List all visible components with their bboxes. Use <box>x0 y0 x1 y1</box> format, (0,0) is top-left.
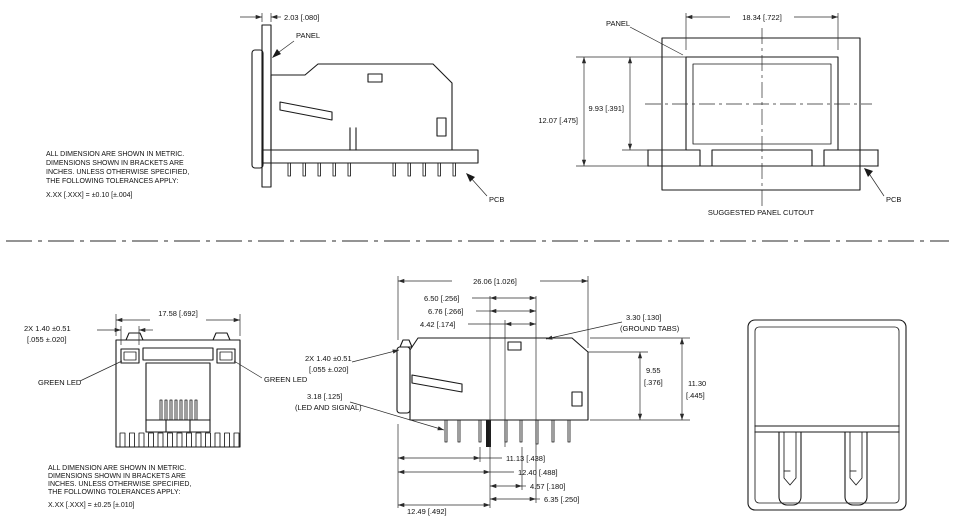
note-line: DIMENSIONS SHOWN IN BRACKETS ARE <box>46 160 184 167</box>
body-detail <box>436 117 447 137</box>
dim-pin-b: 6.76 [.266] <box>428 307 463 316</box>
view-rear <box>747 319 907 511</box>
dim-tab-line2: [.055 ±.020] <box>309 365 349 374</box>
view-panel-cutout: PANEL 18.34 [.722] 9.93 [.391] 12.07 [.4… <box>538 13 901 217</box>
note-line: THE FOLLOWING TOLERANCES APPLY: <box>48 489 180 496</box>
panel-tab <box>399 339 413 348</box>
dim-height-a-line1: 9.55 <box>646 366 661 375</box>
panel-label: PANEL <box>296 31 320 40</box>
snap-slot-right <box>844 431 868 506</box>
rear-outline <box>747 319 907 511</box>
object-lines <box>647 37 879 191</box>
tolerance-line: X.XX [.XXX] = ±0.25 [±.010] <box>48 502 135 509</box>
body-detail <box>571 391 583 407</box>
dimension-lines <box>79 314 263 382</box>
light-pipe <box>411 374 463 393</box>
connector-bezel <box>396 346 411 414</box>
ground-tabs-line2: (GROUND TABS) <box>620 324 680 333</box>
connector-bezel <box>251 49 264 169</box>
panel-tab-left <box>125 332 144 341</box>
pcb-label: PCB <box>886 195 901 204</box>
note-line: DIMENSIONS SHOWN IN BRACKETS ARE <box>48 473 186 480</box>
dim-pin-g: 6.35 [.250] <box>544 495 579 504</box>
note-line: INCHES. UNLESS OTHERWISE SPECIFIED, <box>48 481 191 488</box>
view-side-dimensioned: 26.06 [1.026] 6.50 [.256] 6.76 [.266] 4.… <box>295 276 706 516</box>
led-window-left <box>120 348 140 364</box>
dim-pin-e: 12.40 [.488] <box>518 468 558 477</box>
rear-inner-outline <box>754 326 900 504</box>
pins <box>444 419 571 447</box>
dim-height-b-line1: 11.30 <box>688 379 706 388</box>
dim-cutout-total-height: 12.07 [.475] <box>538 116 578 125</box>
pcb-leader-arrow <box>864 168 873 177</box>
snap-slot-left <box>778 431 802 506</box>
object-lines <box>251 24 479 188</box>
dim-height-a-line2: [.376] <box>644 378 663 387</box>
dim-overall-width: 26.06 [1.026] <box>473 277 517 286</box>
pcb-leader-arrow <box>466 173 475 182</box>
view-side-panel: 2.03 [.080] PANEL PCB ALL DIMENSION ARE … <box>46 13 504 204</box>
dim-led-line1: 2X 1.40 ±0.51 <box>24 324 71 333</box>
dim-tab-line1: 2X 1.40 ±0.51 <box>305 354 352 363</box>
panel-outline <box>661 37 861 191</box>
ground-tab-pin <box>486 420 491 447</box>
panel-label: PANEL <box>606 19 630 28</box>
dim-panel-thickness: 2.03 [.080] <box>284 13 319 22</box>
dim-pin-c: 4.42 [.174] <box>420 320 455 329</box>
panel-leader-arrow <box>272 49 281 58</box>
dim-height-b-line2: [.445] <box>686 391 705 400</box>
pins <box>287 162 456 177</box>
note-line: ALL DIMENSION ARE SHOWN IN METRIC. <box>46 151 184 158</box>
led-signal-line2: (LED AND SIGNAL) <box>295 403 362 412</box>
front-face <box>115 339 241 448</box>
pcb-outline <box>261 149 479 164</box>
latch-slot <box>165 419 191 433</box>
tolerance-note: ALL DIMENSION ARE SHOWN IN METRIC. DIMEN… <box>48 465 191 509</box>
connector-body <box>270 63 453 151</box>
shield-teeth <box>119 432 240 448</box>
dimension-lines <box>349 276 690 508</box>
dimension-lines <box>576 13 885 197</box>
top-recess <box>142 347 214 361</box>
dim-cutout-width: 18.34 [.722] <box>742 13 782 22</box>
panel-tab-right <box>212 332 231 341</box>
light-pipe <box>279 101 333 121</box>
green-led-label-left: GREEN LED <box>38 378 82 387</box>
object-lines <box>115 332 241 448</box>
led-window-right <box>216 348 236 364</box>
centerlines <box>645 28 872 206</box>
dim-pin-d: 11.13 [.438] <box>506 454 545 463</box>
note-line: INCHES. UNLESS OTHERWISE SPECIFIED, <box>46 169 189 176</box>
note-line: ALL DIMENSION ARE SHOWN IN METRIC. <box>48 465 186 472</box>
dim-pin-a: 6.50 [.256] <box>424 294 459 303</box>
ground-tabs-line1: 3.30 [.130] <box>626 313 661 322</box>
dim-pin-h: 12.49 [.492] <box>407 507 447 516</box>
pcb-label: PCB <box>489 195 504 204</box>
dim-led-line2: [.055 ±.020] <box>27 335 67 344</box>
tolerance-line: X.XX [.XXX] = ±0.10 [±.004] <box>46 192 133 199</box>
view-caption: SUGGESTED PANEL CUTOUT <box>708 208 815 217</box>
contact-pins <box>159 399 198 421</box>
dimension-lines <box>240 13 488 197</box>
view-front: 17.58 [.692] 2X 1.40 ±0.51 [.055 ±.020] … <box>24 309 308 509</box>
object-lines <box>396 337 589 421</box>
green-led-label-right: GREEN LED <box>264 375 308 384</box>
tolerance-note: ALL DIMENSION ARE SHOWN IN METRIC. DIMEN… <box>46 151 189 199</box>
vent-hole <box>507 341 522 351</box>
jack-opening <box>145 362 211 433</box>
dim-pin-f: 4.57 [.180] <box>530 482 565 491</box>
led-signal-line1: 3.18 [.125] <box>307 392 342 401</box>
vent-hole <box>367 73 383 83</box>
note-line: THE FOLLOWING TOLERANCES APPLY: <box>46 178 178 185</box>
dim-width: 17.58 [.692] <box>158 309 198 318</box>
dim-cutout-height: 9.93 [.391] <box>589 104 624 113</box>
